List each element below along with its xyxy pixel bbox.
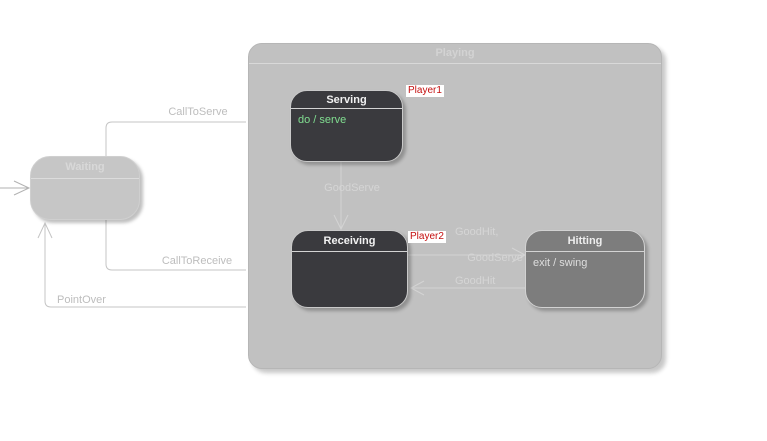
good-serve-arrowhead bbox=[333, 214, 349, 231]
state-waiting[interactable]: Waiting bbox=[30, 156, 140, 220]
receiving-title: Receiving bbox=[292, 231, 407, 252]
point-over-label[interactable]: PointOver bbox=[57, 294, 106, 306]
good-hit-arrowhead bbox=[409, 280, 425, 296]
hitting-action: exit / swing bbox=[533, 257, 588, 269]
good-serve-label[interactable]: GoodServe bbox=[324, 182, 380, 194]
call-to-serve-line[interactable] bbox=[105, 121, 246, 156]
call-to-receive-label[interactable]: CallToReceive bbox=[161, 255, 233, 267]
note-player2[interactable]: Player2 bbox=[408, 231, 446, 243]
point-over-arrowhead bbox=[37, 221, 53, 239]
note-player1[interactable]: Player1 bbox=[406, 85, 444, 97]
initial-transition-arrowhead bbox=[13, 180, 31, 196]
good-hit-label[interactable]: GoodHit bbox=[455, 275, 496, 287]
good-hit-good-serve-label-line2: GoodServe bbox=[467, 252, 523, 264]
playing-title: Playing bbox=[249, 44, 661, 64]
state-serving[interactable]: Serving do / serve bbox=[290, 90, 403, 162]
serving-action: do / serve bbox=[298, 114, 347, 126]
good-hit-good-serve-label[interactable]: GoodHit, GoodServe bbox=[455, 226, 523, 278]
waiting-title: Waiting bbox=[31, 157, 139, 179]
state-receiving[interactable]: Receiving bbox=[291, 230, 408, 308]
call-to-receive-line[interactable] bbox=[105, 220, 246, 271]
state-hitting[interactable]: Hitting exit / swing bbox=[525, 230, 645, 308]
hitting-title: Hitting bbox=[526, 231, 644, 252]
serving-title: Serving bbox=[291, 91, 402, 109]
call-to-serve-label[interactable]: CallToServe bbox=[168, 106, 228, 118]
point-over-line[interactable] bbox=[44, 224, 246, 308]
good-hit-good-serve-label-line1: GoodHit, bbox=[455, 226, 499, 238]
